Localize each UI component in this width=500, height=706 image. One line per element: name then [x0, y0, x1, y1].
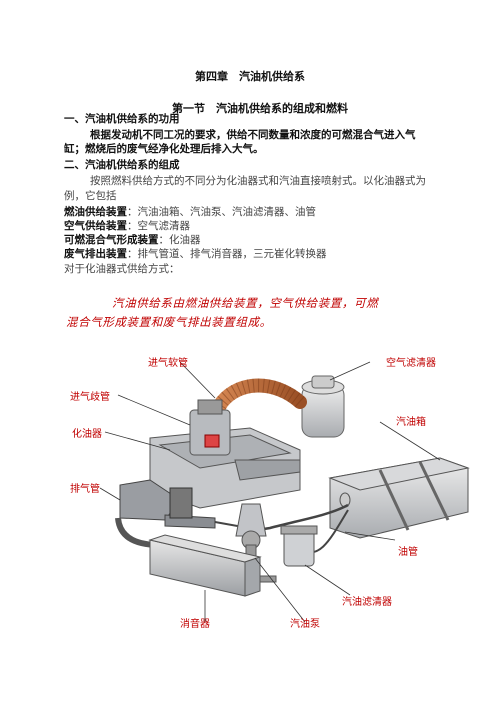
fuel-pump-shape — [235, 503, 267, 560]
label-fuel-filter: 汽油滤清器 — [342, 597, 392, 608]
label-fuel-tank: 汽油箱 — [396, 417, 426, 428]
item-desc: ：空气滤清器 — [127, 220, 190, 232]
item-desc: ：化油器 — [158, 234, 201, 246]
item-term: 空气供给装置 — [64, 220, 127, 232]
section-title: 第一节 汽油机供给系的组成和燃料 — [172, 102, 348, 115]
item-term: 可燃混合气形成装置 — [64, 234, 159, 246]
label-fuel-pump: 汽油泵 — [290, 619, 320, 630]
diagram-caption-line2: 混合气形成装置和废气排出装置组成。 — [66, 315, 272, 329]
label-carburetor: 化油器 — [72, 429, 102, 440]
label-exhaust-pipe: 排气管 — [70, 484, 100, 495]
closing-line: 对于化油器式供给方式： — [64, 263, 180, 275]
component-item-air-supply: 空气供给装置：空气滤清器 — [64, 219, 190, 233]
component-item-exhaust: 废气排出装置：排气管道、排气消音器，三元崔化转换器 — [64, 247, 327, 261]
part1-body-line2: 缸；燃烧后的废气经净化处理后排入大气。 — [64, 143, 264, 155]
part1-heading: 一、汽油机供给系的功用 — [64, 113, 180, 125]
component-item-fuel-supply: 燃油供给装置：汽油油箱、汽油泵、汽油滤清器、油管 — [64, 205, 316, 219]
label-fuel-line: 油管 — [398, 547, 418, 558]
item-term: 燃油供给装置 — [64, 206, 127, 218]
fuel-tank-shape — [328, 457, 470, 539]
part2-heading: 二、汽油机供给系的组成 — [64, 159, 180, 171]
part2-intro-line1: 按照燃料供给方式的不同分为化油器式和汽油直接喷射式。以化油器式为 — [90, 175, 426, 187]
part1-body-line1: 根据发动机不同工况的要求，供给不同数量和浓度的可燃混合气进入气 — [90, 129, 416, 141]
fuel-system-diagram — [99, 361, 470, 623]
muffler-shape — [148, 534, 277, 597]
diagram-caption-line1: 汽油供给系由燃油供给装置，空气供给装置，可燃 — [112, 296, 379, 310]
exhaust-pipe-shape — [115, 479, 216, 548]
item-desc: ：汽油油箱、汽油泵、汽油滤清器、油管 — [127, 206, 316, 218]
label-intake-hose: 进气软管 — [148, 358, 188, 369]
label-muffler: 消音器 — [180, 619, 210, 630]
chapter-title: 第四章 汽油机供给系 — [195, 70, 305, 83]
item-term: 废气排出装置 — [64, 248, 127, 260]
air-filter-shape — [301, 375, 345, 438]
label-intake-manifold: 进气歧管 — [70, 392, 110, 403]
part2-intro-line2: 例，它包括 — [64, 190, 117, 202]
fuel-filter-shape — [280, 525, 318, 567]
label-air-filter: 空气滤清器 — [386, 358, 436, 369]
component-item-mixture-forming: 可燃混合气形成装置：化油器 — [64, 233, 201, 247]
item-desc: ：排气管道、排气消音器，三元崔化转换器 — [127, 248, 327, 260]
